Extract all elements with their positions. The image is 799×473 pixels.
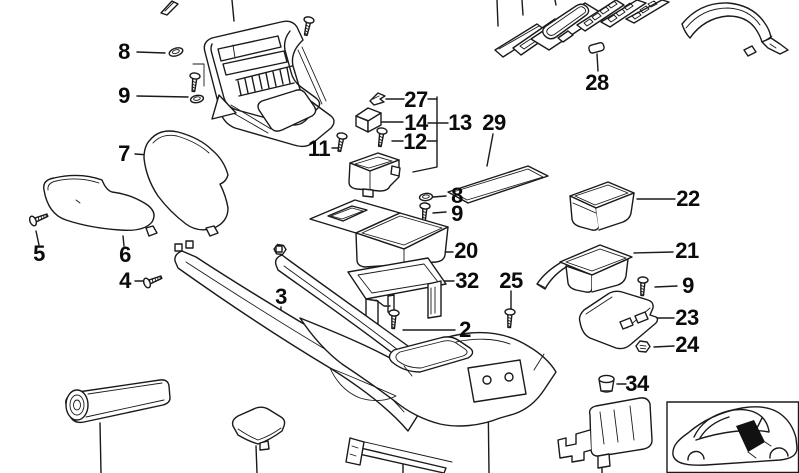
- rolled-mat: [65, 379, 171, 424]
- rear-carrier-bracket: [557, 397, 653, 469]
- cap-part-34: [598, 374, 615, 393]
- slide-rail: [345, 437, 453, 473]
- cover-lid: [231, 406, 286, 451]
- console-body: [299, 317, 557, 427]
- carrier-frame-part-32: [347, 257, 447, 334]
- part-label-2: 2: [459, 317, 471, 342]
- grommet-part-8-mid: [418, 192, 434, 202]
- screw-part-4: [142, 275, 163, 289]
- part-label-9-left: 9: [118, 83, 130, 108]
- part-label-34: 34: [625, 371, 649, 396]
- handle-part: [681, 2, 789, 57]
- clip-part-24: [635, 340, 651, 353]
- storage-tray-part-20: [309, 199, 449, 268]
- side-panel-part-7: [143, 130, 229, 237]
- grommet-part-9: [189, 94, 205, 104]
- part-label-12: 12: [403, 129, 427, 154]
- part-label-27: 27: [404, 87, 428, 112]
- cap-part-28: [588, 42, 605, 54]
- part-label-6: 6: [119, 242, 131, 267]
- console-upper-trim-panel: [203, 20, 335, 148]
- part-label-29: 29: [482, 110, 506, 135]
- part-label-9-mid: 9: [451, 201, 463, 226]
- part-label-8-left: 8: [118, 39, 130, 64]
- ashtray-insert-part-13: [348, 152, 401, 198]
- clip-part-27: [369, 92, 386, 106]
- part-label-5: 5: [33, 241, 45, 266]
- screw-part-11: [336, 132, 348, 153]
- part-label-7: 7: [118, 141, 130, 166]
- screw-part-12: [376, 127, 388, 148]
- side-panel-part-6: [43, 174, 158, 237]
- part-label-28: 28: [585, 70, 609, 95]
- leader-lines: [35, 0, 678, 473]
- box-part-22: [569, 181, 635, 231]
- trim-strip-top: [160, 0, 179, 16]
- part-label-9-right: 9: [682, 273, 694, 298]
- part-label-8-mid: 8: [451, 183, 463, 208]
- part-label-11: 11: [307, 136, 331, 161]
- tray-part-29: [447, 165, 549, 204]
- part-label-25: 25: [499, 268, 523, 293]
- car-location-inset: [666, 401, 799, 473]
- screw-part-25: [504, 308, 516, 329]
- part-label-21: 21: [675, 238, 699, 263]
- screw-part-9-right: [637, 276, 649, 297]
- part-label-14: 14: [404, 110, 428, 135]
- tray-part-21: [536, 244, 633, 293]
- part-label-3: 3: [275, 284, 287, 309]
- screw-part-5: [28, 213, 49, 227]
- cap-part-8: [168, 47, 184, 57]
- cover-part-23: [578, 290, 659, 350]
- part-label-23: 23: [675, 305, 699, 330]
- part-label-32: 32: [455, 268, 479, 293]
- shift-gate-covers: [494, 0, 670, 58]
- screw-top: [303, 16, 315, 37]
- part-label-22: 22: [676, 186, 700, 211]
- box-part-14: [355, 107, 382, 133]
- part-label-24: 24: [675, 332, 699, 357]
- part-label-13: 13: [448, 110, 472, 135]
- part-label-4: 4: [119, 268, 131, 293]
- screw-part-2: [388, 309, 400, 330]
- part-label-20: 20: [454, 238, 478, 263]
- screw-part-9: [189, 72, 201, 93]
